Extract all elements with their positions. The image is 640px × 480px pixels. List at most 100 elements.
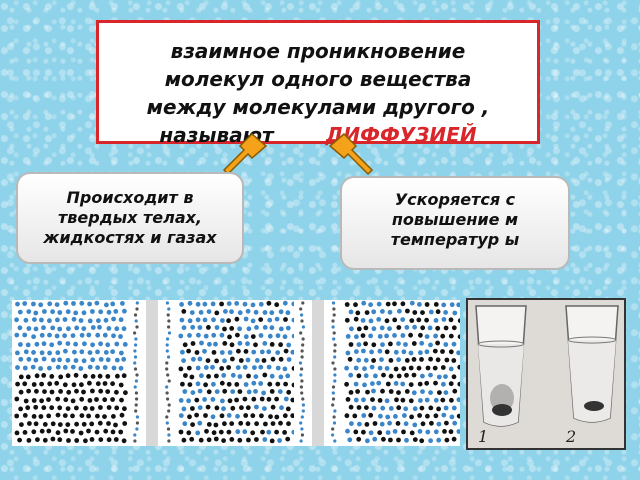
molecule-black xyxy=(110,381,115,387)
molecule-blue xyxy=(401,349,407,355)
molecule-blue xyxy=(433,397,439,403)
molecule-black xyxy=(186,348,191,354)
molecule-black xyxy=(348,404,354,410)
molecule-blue xyxy=(23,317,29,323)
molecule-black xyxy=(457,318,460,324)
molecule-blue xyxy=(424,397,430,403)
molecule-black xyxy=(135,397,139,401)
molecule-blue xyxy=(428,438,433,444)
molecule-black xyxy=(234,382,240,387)
molecule-blue xyxy=(424,349,430,355)
molecule-black xyxy=(90,388,95,394)
molecule-black xyxy=(254,421,259,427)
molecule-black xyxy=(395,421,401,426)
molecule-blue xyxy=(90,342,95,348)
molecule-black xyxy=(229,326,235,331)
molecule-blue xyxy=(371,405,377,411)
molecule-blue xyxy=(393,414,398,419)
molecule-black xyxy=(425,365,431,371)
molecule-blue xyxy=(182,389,188,394)
molecule-black xyxy=(38,414,44,419)
molecule-black xyxy=(27,421,32,426)
molecule-blue xyxy=(55,350,61,356)
molecule-blue xyxy=(202,348,207,354)
molecule-blue xyxy=(167,433,171,437)
molecule-black xyxy=(457,364,460,370)
molecule-black xyxy=(299,331,303,335)
molecule-blue xyxy=(427,325,433,331)
molecule-blue xyxy=(242,429,248,435)
molecule-black xyxy=(94,429,100,435)
molecule-blue xyxy=(392,429,398,434)
molecule-black xyxy=(219,301,224,307)
molecule-black xyxy=(70,398,76,404)
molecule-blue xyxy=(379,357,384,362)
molecule-blue xyxy=(348,372,354,378)
molecule-blue xyxy=(167,331,172,335)
molecule-blue xyxy=(210,397,216,402)
molecule-blue xyxy=(291,317,294,323)
molecule-blue xyxy=(261,390,266,396)
molecule-blue xyxy=(181,358,186,363)
molecule-black xyxy=(396,405,402,411)
molecule-blue xyxy=(380,342,385,347)
molecule-black xyxy=(332,313,336,317)
molecule-black xyxy=(95,381,101,387)
molecule-blue xyxy=(210,301,216,307)
molecule-black xyxy=(420,310,425,315)
molecule-blue xyxy=(237,326,242,332)
molecule-blue xyxy=(377,334,383,339)
molecule-black xyxy=(18,406,23,412)
molecule-black xyxy=(283,381,288,387)
molecule-blue xyxy=(41,325,46,331)
molecule-blue xyxy=(106,326,112,331)
molecule-blue xyxy=(331,433,335,437)
molecule-black xyxy=(432,365,438,371)
molecule-black xyxy=(388,389,394,394)
molecule-blue xyxy=(252,365,257,370)
molecule-blue xyxy=(243,316,249,322)
molecule-blue xyxy=(376,301,382,307)
molecule-black xyxy=(411,341,417,346)
molecule-black xyxy=(269,438,275,444)
molecule-blue xyxy=(98,309,104,315)
molecule-blue xyxy=(420,373,425,379)
molecule-blue xyxy=(102,332,108,338)
molecule-blue xyxy=(388,406,394,411)
molecule-black xyxy=(65,373,71,379)
molecule-blue xyxy=(111,365,117,371)
molecule-black xyxy=(33,421,39,427)
molecule-black xyxy=(166,397,170,401)
molecule-black xyxy=(404,389,410,394)
molecule-black xyxy=(203,382,208,388)
molecule-black xyxy=(394,397,399,403)
molecule-black xyxy=(123,390,128,396)
molecule-blue xyxy=(47,318,52,324)
molecule-black xyxy=(33,404,39,410)
molecule-blue xyxy=(63,348,68,354)
molecule-blue xyxy=(73,341,78,347)
molecule-black xyxy=(213,436,219,442)
molecule-black xyxy=(189,374,195,380)
molecule-blue xyxy=(361,348,366,354)
molecule-black xyxy=(119,412,125,418)
molecule-black xyxy=(226,381,232,387)
molecule-black xyxy=(122,421,128,426)
molecule-blue xyxy=(258,364,264,370)
molecule-blue xyxy=(428,309,434,315)
molecule-blue xyxy=(134,343,138,347)
molecule-black xyxy=(331,427,335,431)
molecule-blue xyxy=(269,325,275,331)
molecule-blue xyxy=(371,309,377,315)
molecule-black xyxy=(409,414,414,420)
molecule-blue xyxy=(62,365,68,370)
molecule-black xyxy=(300,379,304,383)
molecule-blue xyxy=(103,317,109,323)
molecule-blue xyxy=(33,326,39,332)
molecule-black xyxy=(180,381,185,387)
molecule-black xyxy=(428,405,434,411)
molecule-blue xyxy=(451,341,457,347)
molecule-black xyxy=(57,437,63,443)
molecule-blue xyxy=(245,341,250,347)
diffusion-panel-4-graphic xyxy=(298,300,337,446)
